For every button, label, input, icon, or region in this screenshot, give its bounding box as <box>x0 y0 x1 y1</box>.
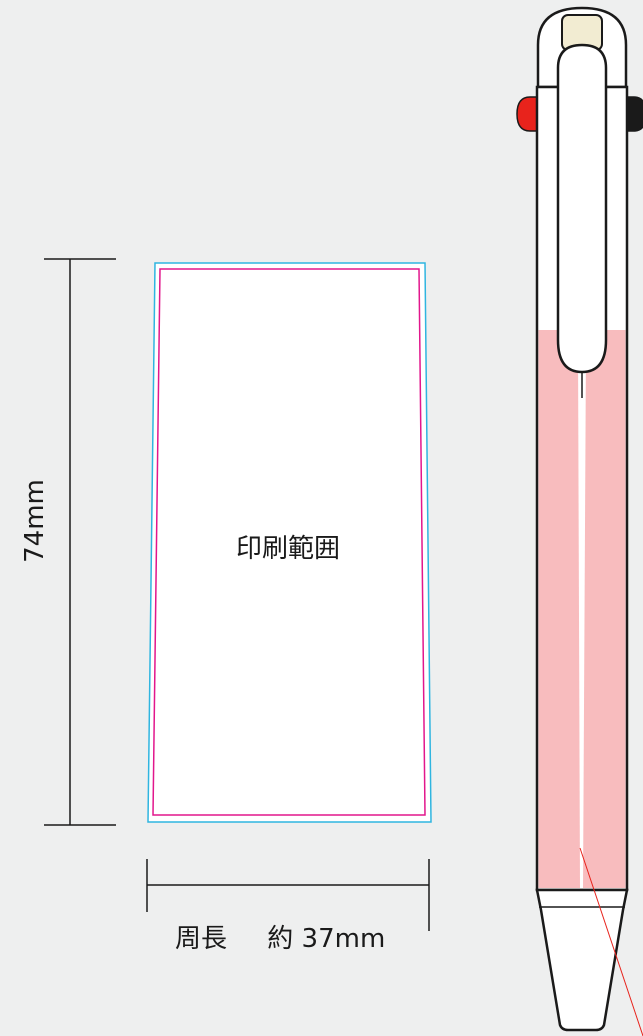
circumference-label: 周長 約 37mm <box>175 924 385 954</box>
pen-clip <box>556 43 608 374</box>
trim-outline <box>152 268 426 816</box>
circumference-value: 約 37mm <box>267 924 385 954</box>
pen-illustration <box>516 6 643 1036</box>
pen-tip-cone <box>535 888 629 1032</box>
black-refill-button <box>624 96 643 132</box>
print-zone-seam <box>578 345 586 888</box>
print-area-label: 印刷範囲 <box>236 534 340 564</box>
circumference-prefix: 周長 <box>175 924 227 954</box>
height-dimension <box>44 258 116 826</box>
circumference-dimension <box>146 859 430 931</box>
guide-line <box>579 847 643 1036</box>
red-refill-button <box>516 96 540 132</box>
height-dimension-label: 74mm <box>20 479 50 563</box>
